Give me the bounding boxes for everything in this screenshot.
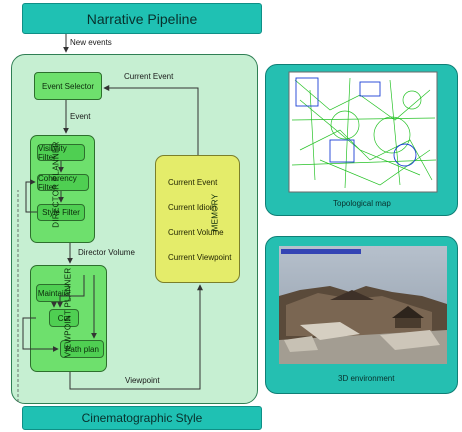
- cinematographic-style-banner: Cinematographic Style: [22, 406, 262, 430]
- event-selector-label: Event Selector: [41, 81, 95, 91]
- memory-item: Current Volume: [168, 228, 224, 237]
- viewpoint-to-memory-arrow: [69, 284, 203, 390]
- topological-map-label: Topological map: [333, 199, 391, 208]
- path-plan-box: Path plan: [60, 340, 104, 358]
- viewpoint-label: Viewpoint: [125, 376, 160, 385]
- cut-label: Cut: [57, 313, 71, 323]
- memory-item: Current Idiom: [168, 203, 217, 212]
- viewpoint-loop-arrow: [22, 317, 59, 352]
- coherency-filter-box: Coherency Filter: [37, 173, 89, 192]
- 3d-environment-label: 3D environment: [338, 374, 395, 383]
- maintain-label: Maintain: [37, 288, 69, 298]
- to-cut-arrow: [57, 275, 85, 308]
- current-event-feedback-arrow: [103, 85, 199, 155]
- event-selector-box: Event Selector: [34, 72, 102, 100]
- narrative-pipeline-label: Narrative Pipeline: [86, 10, 198, 27]
- new-events-label: New events: [70, 38, 112, 47]
- cinematographic-style-label: Cinematographic Style: [81, 411, 203, 425]
- cut-box: Cut: [49, 309, 79, 327]
- event-label: Event: [70, 112, 91, 121]
- path-plan-label: Path plan: [65, 344, 99, 354]
- maintain-box: Maintain: [36, 284, 70, 302]
- narrative-pipeline-banner: Narrative Pipeline: [22, 3, 262, 34]
- visibility-filter-label: Visibility Filter: [38, 143, 67, 162]
- director-loop-arrow: [25, 179, 37, 213]
- memory-box: Current Event Current Idiom Current Volu…: [155, 155, 240, 283]
- director-volume-label: Director Volume: [78, 248, 135, 257]
- style-filter-label: Style Filter: [42, 208, 80, 217]
- memory-item: Current Viewpoint: [168, 253, 232, 262]
- current-event-arrow-label: Current Event: [124, 72, 174, 81]
- memory-item: Current Event: [168, 178, 218, 187]
- visibility-filter-box: Visibility Filter: [37, 143, 85, 162]
- style-filter-box: Style Filter: [37, 204, 85, 221]
- coherency-filter-label: Coherency Filter: [38, 173, 77, 192]
